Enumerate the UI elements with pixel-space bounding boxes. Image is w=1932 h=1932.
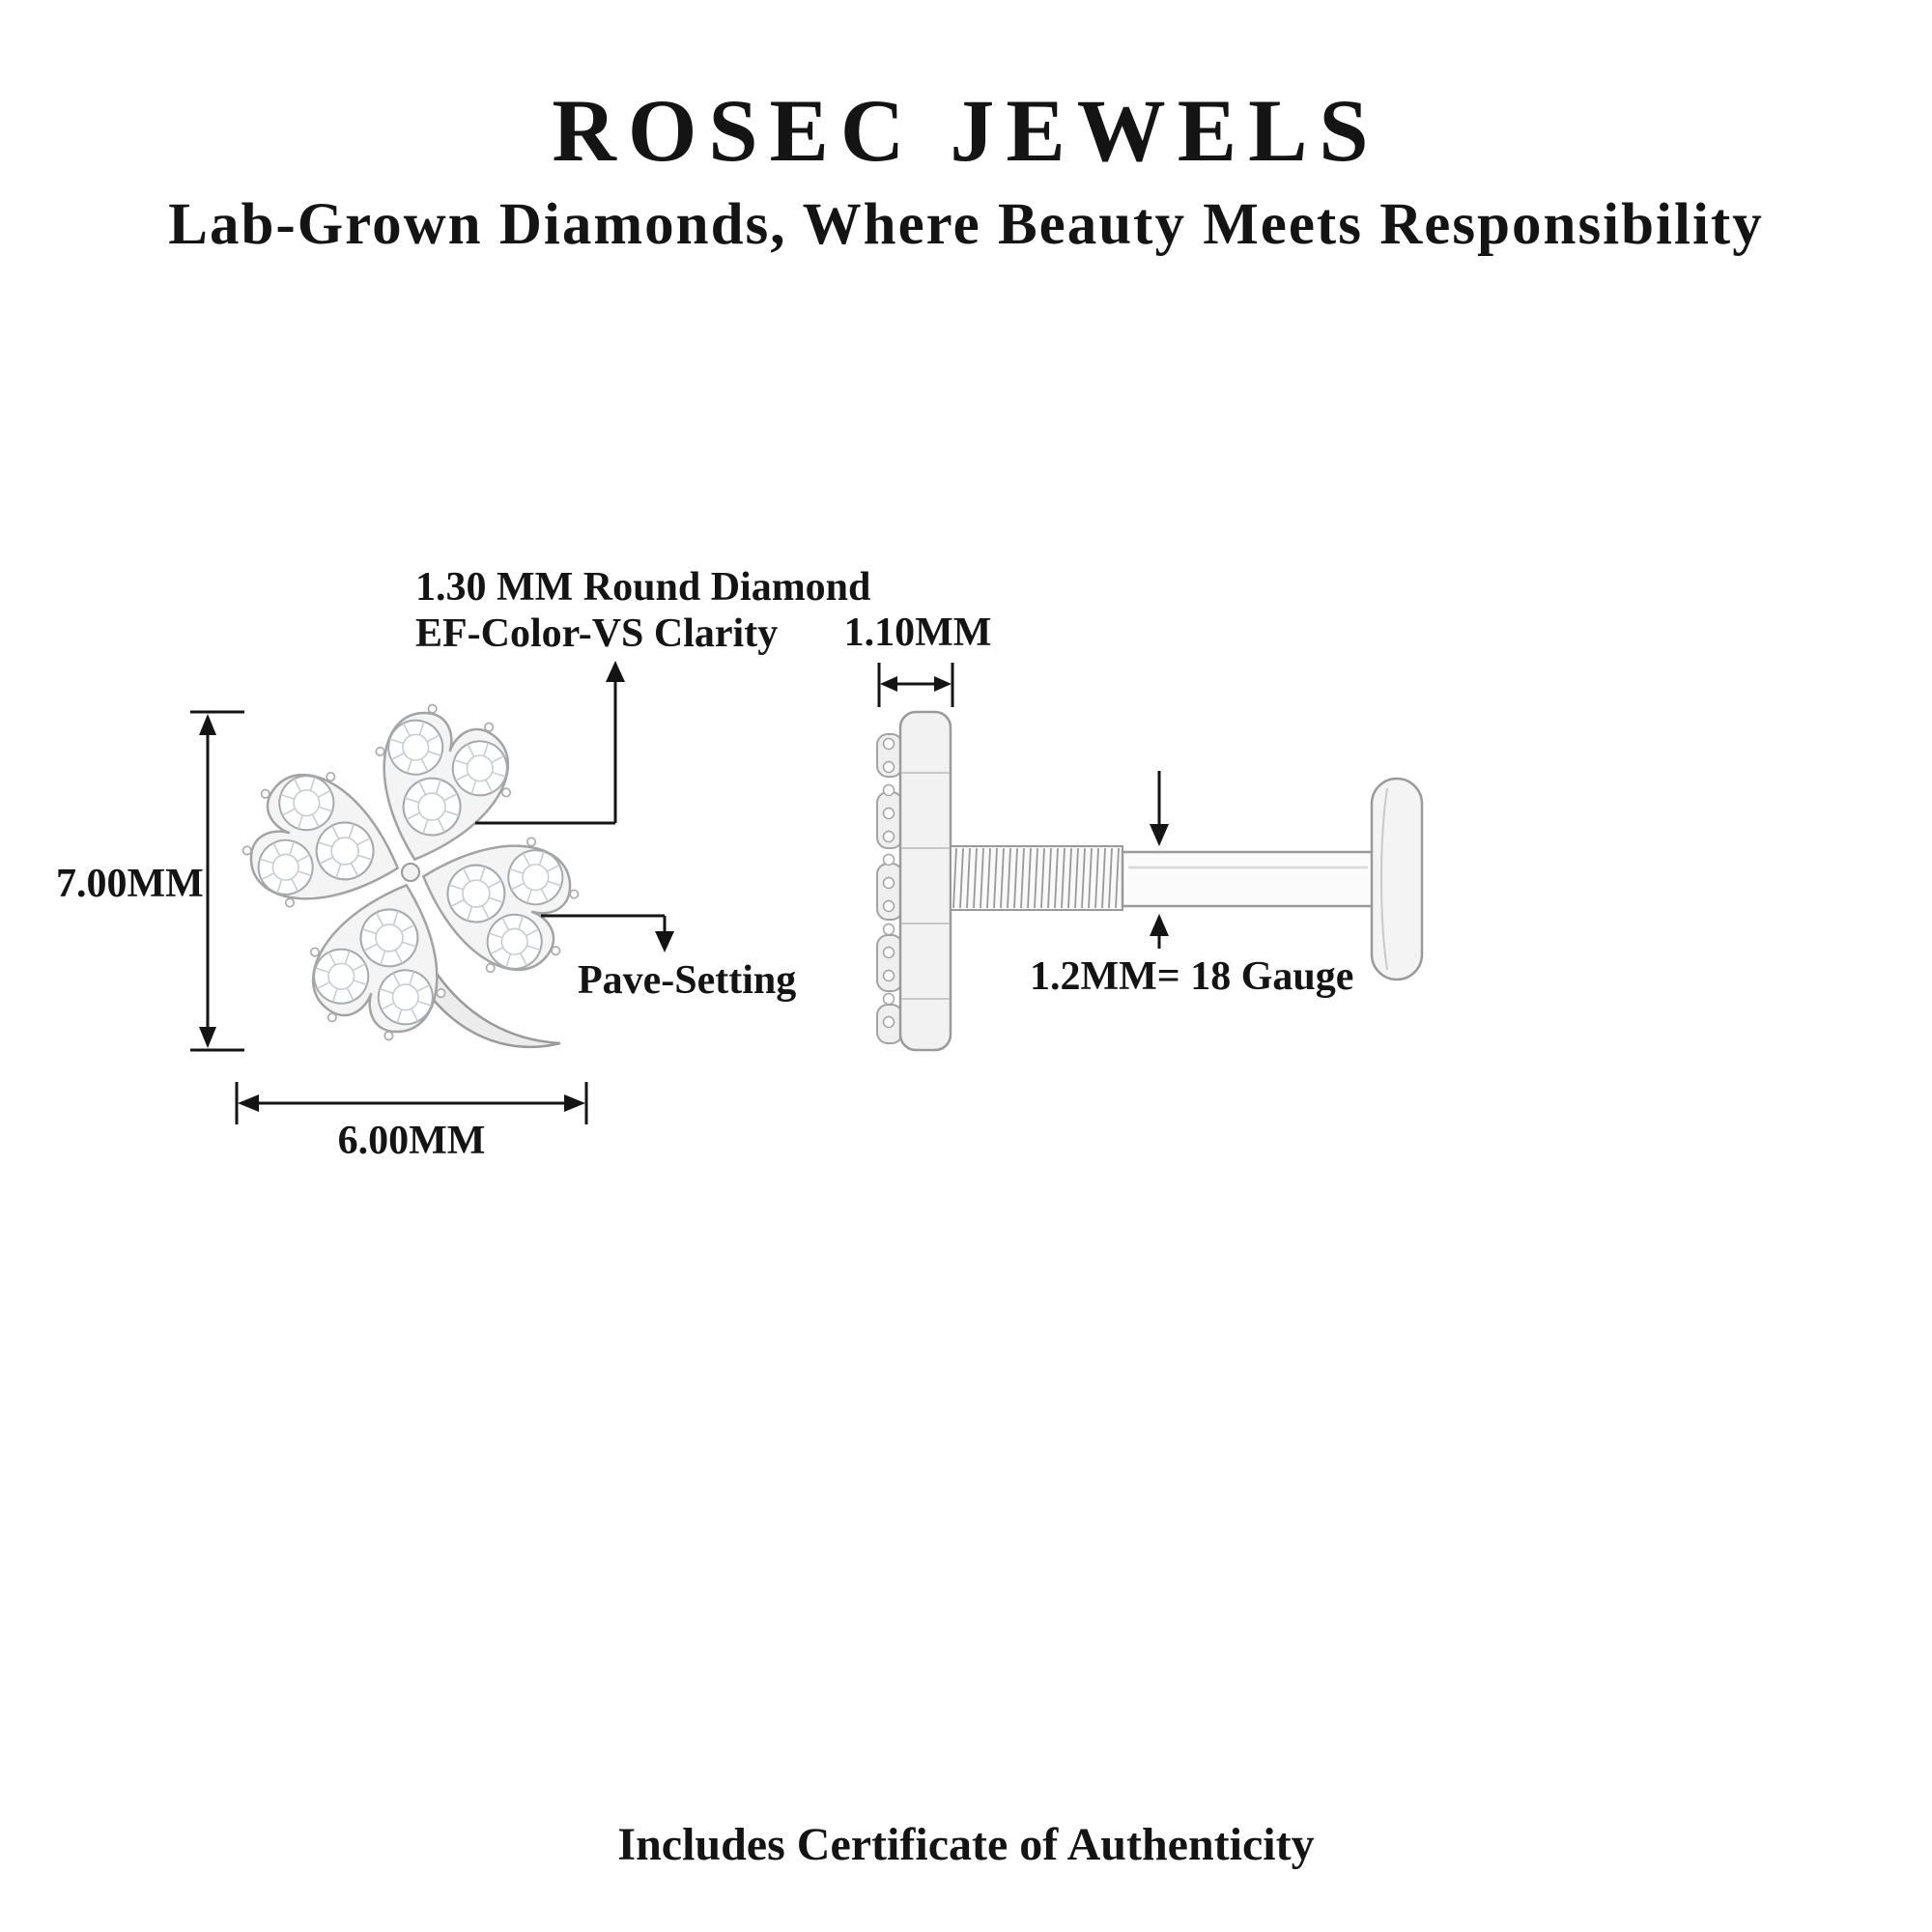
- diamond-spec-label-line1: 1.30 MM Round Diamond: [415, 565, 871, 610]
- pave-setting-leader: [541, 914, 674, 952]
- post-bar: [1121, 850, 1376, 908]
- pave-setting-label: Pave-Setting: [578, 958, 797, 1003]
- disc-curve-line: [1380, 787, 1388, 971]
- dimension-lines: [190, 661, 1169, 1124]
- head-width-dimension: [877, 663, 954, 707]
- thread-grooves: [952, 847, 1120, 909]
- flat-disc-back: [1370, 777, 1424, 981]
- brand-subtitle: Lab-Grown Diamonds, Where Beauty Meets R…: [168, 192, 1764, 257]
- labret-side-view-drawing: [876, 710, 1424, 1052]
- head-width-dimension-label: 1.10MM: [843, 611, 992, 655]
- height-dimension: [190, 710, 244, 1052]
- certificate-note: Includes Certificate of Authenticity: [617, 1819, 1315, 1870]
- width-dimension: [235, 1082, 588, 1124]
- side-pave-diamonds: [882, 737, 895, 1029]
- height-dimension-label: 7.00MM: [56, 862, 204, 906]
- diamond-spec-leader: [475, 661, 625, 825]
- width-dimension-label: 6.00MM: [337, 1119, 486, 1163]
- brand-title: ROSEC JEWELS: [552, 81, 1380, 180]
- diamond-spec-label-line2: EF-Color-VS Clarity: [415, 611, 779, 656]
- clover-center: [401, 863, 420, 882]
- post-gauge-label: 1.2MM= 18 Gauge: [1030, 954, 1354, 999]
- post-gauge-leader: [1150, 771, 1169, 949]
- clover-profile-seams: [901, 772, 950, 1000]
- clover-front-view-drawing: [242, 703, 580, 1048]
